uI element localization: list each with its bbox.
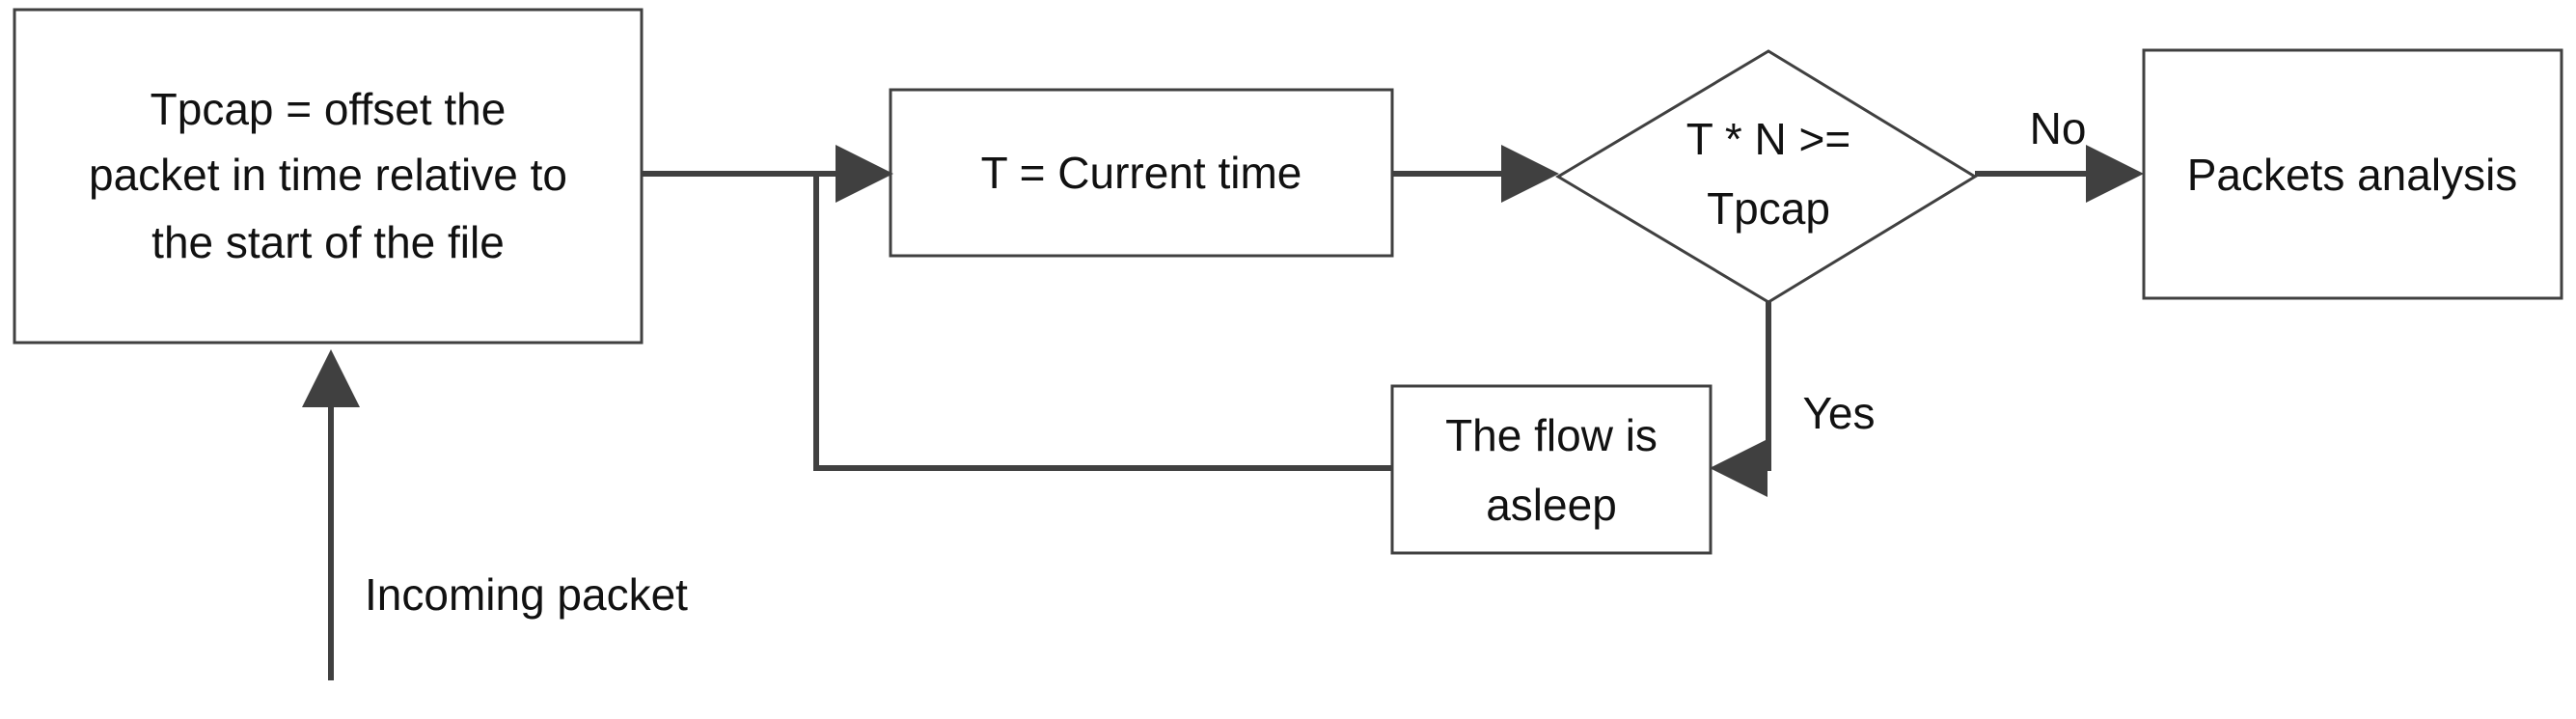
- decision-node: T * N >= Tpcap: [1555, 49, 1978, 304]
- decision-line-2: Tpcap: [1707, 183, 1830, 234]
- sleep-loop-line: [813, 174, 1392, 471]
- analysis-box: [2142, 48, 2563, 300]
- no-label: No: [2030, 103, 2087, 153]
- sleep-node: The flow is asleep: [1390, 384, 1713, 555]
- sleep-line-2: asleep: [1486, 480, 1617, 530]
- tpcap-line-2: packet in time relative to: [89, 150, 567, 200]
- incoming-packet-label: Incoming packet: [365, 569, 688, 620]
- tpcap-line-3: the start of the file: [151, 217, 505, 267]
- current-time-box: [889, 88, 1394, 258]
- analysis-label: Packets analysis: [2187, 150, 2518, 200]
- current-time-node: T = Current time: [889, 88, 1394, 258]
- tpcap-box: [13, 8, 644, 345]
- tpcap-line-1: Tpcap = offset the: [151, 84, 507, 134]
- tpcap-node: Tpcap = offset the packet in time relati…: [13, 8, 644, 345]
- sleep-box: [1390, 384, 1713, 555]
- decision-to-sleep-arrow: [1710, 302, 1771, 497]
- sleep-line-1: The flow is: [1445, 410, 1658, 460]
- yes-label: Yes: [1802, 388, 1875, 438]
- decision-diamond: [1555, 49, 1978, 304]
- analysis-node: Packets analysis: [2142, 48, 2563, 300]
- decision-line-1: T * N >=: [1686, 114, 1850, 164]
- current-time-label: T = Current time: [981, 148, 1302, 198]
